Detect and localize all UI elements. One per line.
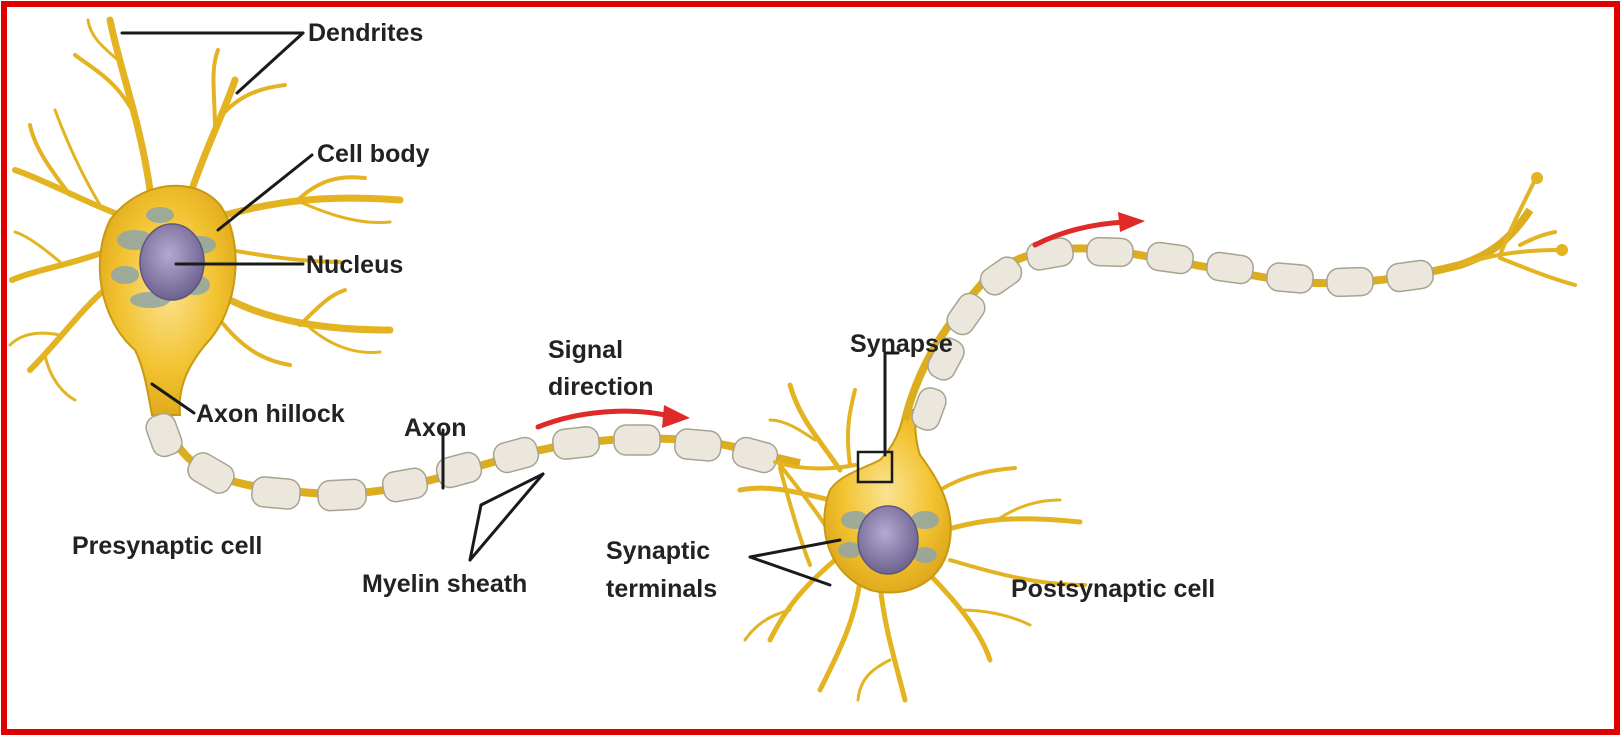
postsynaptic-axon xyxy=(905,210,1530,420)
label-signal-direction-1: Signal xyxy=(548,336,623,364)
label-axon-hillock: Axon hillock xyxy=(196,400,345,428)
label-postsynaptic-cell: Postsynaptic cell xyxy=(1011,575,1215,603)
label-cell-body: Cell body xyxy=(317,140,430,168)
postsynaptic-nucleus xyxy=(858,506,918,574)
label-signal-direction-2: direction xyxy=(548,373,654,401)
red-frame xyxy=(4,4,1617,732)
leader-lines xyxy=(122,33,898,585)
presynaptic-nucleus xyxy=(140,224,204,300)
label-synaptic-terminals-1: Synaptic xyxy=(606,537,710,565)
label-dendrites: Dendrites xyxy=(308,19,423,47)
label-synapse: Synapse xyxy=(850,330,953,358)
postsynaptic-myelin xyxy=(909,236,1435,433)
label-axon: Axon xyxy=(404,414,467,442)
label-synaptic-terminals-2: terminals xyxy=(606,575,717,603)
label-presynaptic-cell: Presynaptic cell xyxy=(72,532,262,560)
label-myelin-sheath: Myelin sheath xyxy=(362,570,527,598)
signal-arrow-1 xyxy=(538,405,690,428)
label-nucleus: Nucleus xyxy=(306,251,403,279)
